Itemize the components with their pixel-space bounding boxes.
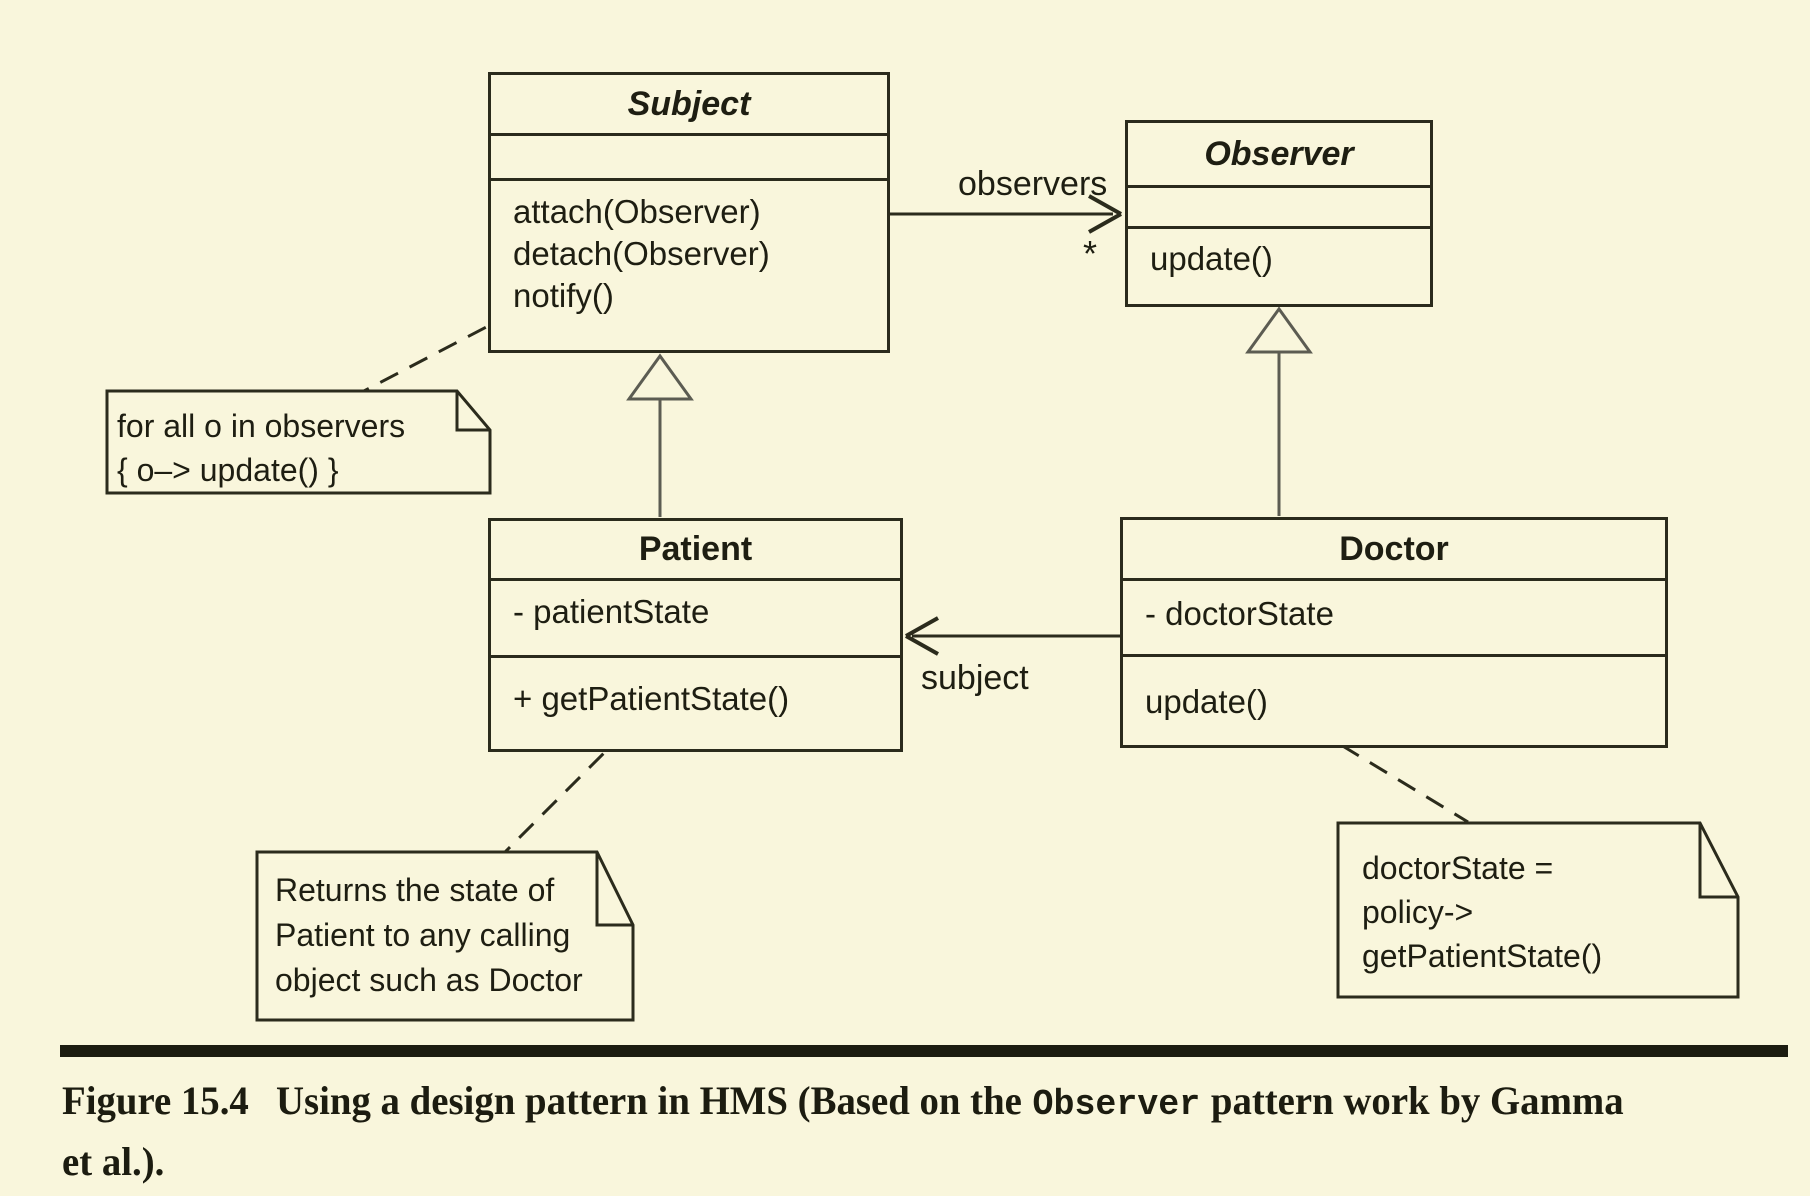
class-attributes-doctor: - doctorState: [1123, 581, 1665, 657]
note-line: for all o in observers: [117, 408, 406, 444]
method-notify: notify(): [513, 277, 614, 314]
note-line: Patient to any calling: [275, 917, 571, 953]
attribute-doctorstate: - doctorState: [1145, 595, 1334, 632]
class-methods-doctor: update(): [1123, 657, 1665, 745]
association-arrowhead-subject: [905, 616, 939, 656]
note-line: doctorState =: [1362, 850, 1554, 886]
multiplicity-star: *: [1083, 233, 1098, 274]
generalization-triangle-observer: [1245, 306, 1313, 354]
note-doctorstate: doctorState = policy-> getPatientState(): [1362, 846, 1602, 978]
note-fold-observers-loop: [455, 391, 490, 432]
caption-code-word: Observer: [1032, 1084, 1201, 1125]
class-box-doctor: Doctor - doctorState update(): [1120, 517, 1668, 748]
class-title-patient: Patient: [491, 521, 900, 581]
note-line: policy->: [1362, 894, 1474, 930]
class-title-observer: Observer: [1128, 123, 1430, 188]
method-getpatientstate: + getPatientState(): [513, 680, 790, 717]
method-attach: attach(Observer): [513, 193, 761, 230]
note-line: object such as Doctor: [275, 962, 583, 998]
caption-line-2: et al.).: [62, 1139, 165, 1184]
note-returns-state: Returns the state of Patient to any call…: [275, 868, 583, 1003]
class-attributes-patient: - patientState: [491, 581, 900, 658]
note-observers-loop: for all o in observers { o–> update() }: [117, 404, 405, 492]
note-line: { o–> update() }: [117, 452, 339, 488]
class-title-doctor: Doctor: [1123, 520, 1665, 581]
association-label-subject: subject: [921, 659, 1029, 697]
class-attributes-observer: [1128, 188, 1430, 229]
attribute-patientstate: - patientState: [513, 593, 710, 630]
method-update-doctor: update(): [1145, 683, 1268, 720]
class-methods-observer: update(): [1128, 229, 1430, 304]
figure-number: Figure 15.4: [62, 1078, 249, 1123]
note-shape-returns-state: [255, 850, 635, 1022]
class-box-observer: Observer update(): [1125, 120, 1433, 307]
class-attributes-subject: [491, 136, 887, 181]
note-anchor-notify: [361, 310, 516, 394]
note-fold-doctorstate: [1698, 823, 1738, 899]
class-box-patient: Patient - patientState + getPatientState…: [488, 518, 903, 752]
generalization-triangle-subject: [626, 353, 694, 401]
note-line: Returns the state of: [275, 872, 555, 908]
caption-text-after-code: pattern work by Gamma: [1210, 1078, 1624, 1123]
class-methods-patient: + getPatientState(): [491, 658, 900, 749]
method-update-observer: update(): [1150, 240, 1273, 277]
class-box-subject: Subject attach(Observer) detach(Observer…: [488, 72, 890, 353]
note-shape-observers-loop: [105, 389, 492, 495]
figure-caption: Figure 15.4 Using a design pattern in HMS…: [62, 1072, 1810, 1190]
association-label-observers: observers: [958, 165, 1108, 203]
class-title-subject: Subject: [491, 75, 887, 136]
method-detach: detach(Observer): [513, 235, 770, 272]
caption-text-before-code: Using a design pattern in HMS (Based on …: [275, 1078, 1022, 1123]
association-arrowhead-observers: [1088, 194, 1122, 234]
class-methods-subject: attach(Observer) detach(Observer) notify…: [491, 181, 887, 350]
caption-rule: [60, 1045, 1788, 1057]
note-line: getPatientState(): [1362, 938, 1603, 974]
caption-line-1: Figure 15.4 Using a design pattern in HMS…: [62, 1072, 1810, 1133]
note-fold-returns-state: [595, 852, 633, 927]
note-shape-doctorstate: [1336, 821, 1740, 999]
